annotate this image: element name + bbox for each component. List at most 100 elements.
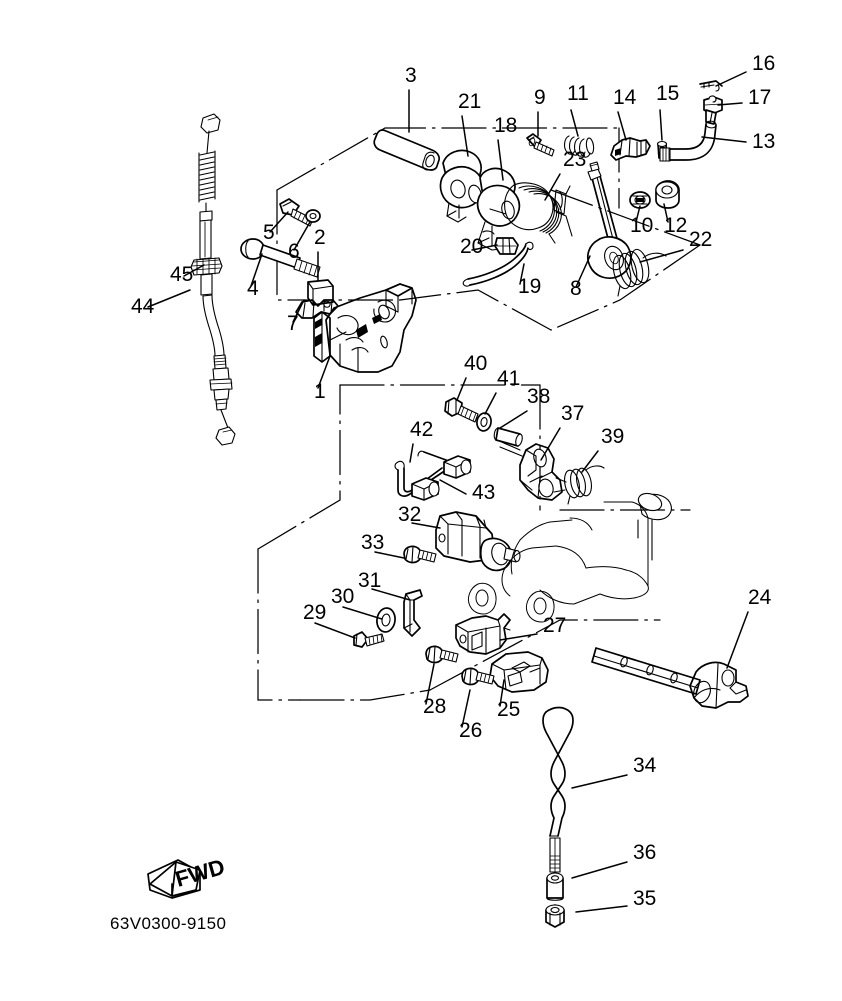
leader-line-20	[471, 244, 498, 251]
leader-line-25	[499, 679, 505, 707]
callout-16[interactable]: 16	[752, 52, 775, 75]
callout-20[interactable]: 20	[460, 235, 483, 258]
callout-27[interactable]: 27	[543, 614, 566, 637]
screw-flange-lower-graphic	[461, 667, 495, 686]
leader-line-7	[292, 299, 305, 323]
callout-31[interactable]: 31	[358, 569, 381, 592]
callout-leader-lines	[147, 71, 749, 913]
leader-line-35	[575, 905, 628, 913]
clip-wire-graphic	[699, 80, 723, 92]
cable-spring-coil	[198, 150, 216, 203]
callout-19[interactable]: 19	[518, 275, 541, 298]
callout-3[interactable]: 3	[405, 64, 417, 87]
bolt-hex-flange-graphic	[444, 397, 479, 423]
callout-12[interactable]: 12	[664, 214, 687, 237]
callout-4[interactable]: 4	[247, 277, 259, 300]
callout-5[interactable]: 5	[263, 221, 275, 244]
control-bracket-graphic	[313, 283, 417, 373]
callout-29[interactable]: 29	[303, 601, 326, 624]
cable-joint-block-graphic	[307, 279, 334, 308]
leader-line-4	[250, 253, 263, 287]
callout-7[interactable]: 7	[287, 312, 299, 335]
cover-cap-graphic	[489, 651, 549, 693]
leader-line-17	[717, 102, 743, 106]
callout-9[interactable]: 9	[534, 86, 546, 109]
leader-line-45	[183, 264, 205, 277]
callout-35[interactable]: 35	[633, 887, 656, 910]
screw-flange-mid-graphic	[425, 645, 459, 664]
leader-line-6	[293, 221, 311, 251]
callout-34[interactable]: 34	[633, 754, 657, 777]
callout-14[interactable]: 14	[613, 86, 637, 109]
leader-line-24	[726, 611, 749, 669]
callout-33[interactable]: 33	[361, 531, 384, 554]
callout-25[interactable]: 25	[497, 698, 520, 721]
leader-line-22	[639, 249, 684, 263]
switch-block-graphic	[455, 613, 511, 655]
callout-17[interactable]: 17	[748, 86, 771, 109]
fwd-arrow-marker: FWD	[147, 854, 228, 899]
leader-line-27	[499, 633, 538, 641]
leader-line-42	[409, 443, 414, 463]
phantom-body-outline	[467, 492, 672, 623]
cable-adjuster-nut-graphic	[190, 257, 223, 276]
callout-8[interactable]: 8	[570, 277, 582, 300]
leader-line-26	[461, 689, 471, 728]
callout-13[interactable]: 13	[752, 130, 775, 153]
washer-small-graphic	[305, 209, 321, 223]
pin-shaft-graphic	[493, 427, 523, 447]
leader-line-8	[575, 255, 591, 288]
shift-rod-lever-graphic	[591, 647, 749, 709]
callout-37[interactable]: 37	[561, 402, 584, 425]
screw-flange-upper-graphic	[403, 545, 437, 564]
callout-10[interactable]: 10	[630, 214, 653, 237]
spring-torsion-graphic	[489, 182, 562, 244]
leader-line-28	[425, 663, 435, 705]
callout-2[interactable]: 2	[314, 226, 326, 249]
callout-40[interactable]: 40	[464, 352, 487, 375]
callout-21[interactable]: 21	[458, 90, 481, 113]
callout-32[interactable]: 32	[398, 503, 421, 526]
callout-1[interactable]: 1	[314, 380, 326, 403]
callout-39[interactable]: 39	[601, 425, 624, 448]
cam-lever-fitting-graphic	[610, 137, 651, 161]
leader-line-13	[701, 136, 747, 143]
callout-11[interactable]: 11	[567, 82, 589, 105]
bushing-collar-graphic	[655, 180, 680, 209]
joint-fittings-pair-graphic	[411, 455, 472, 501]
leader-line-38	[499, 410, 528, 429]
leader-line-34	[571, 774, 628, 789]
callout-41[interactable]: 41	[497, 367, 520, 390]
callout-44[interactable]: 44	[131, 295, 155, 318]
leader-line-1	[317, 355, 331, 389]
callout-45[interactable]: 45	[170, 263, 193, 286]
throttle-cable-assembly-graphic	[190, 113, 236, 446]
leader-line-37	[540, 427, 561, 461]
callout-23[interactable]: 23	[563, 148, 586, 171]
throttle-arm-joint-graphic	[439, 149, 484, 223]
callout-18[interactable]: 18	[494, 114, 517, 137]
leader-line-19	[519, 263, 525, 285]
hose-bent-graphic	[659, 120, 717, 162]
callout-42[interactable]: 42	[410, 418, 433, 441]
callout-36[interactable]: 36	[633, 841, 656, 864]
callout-30[interactable]: 30	[331, 585, 354, 608]
callout-6[interactable]: 6	[288, 240, 300, 263]
spacer-collar-graphic	[546, 872, 564, 901]
callout-43[interactable]: 43	[472, 481, 495, 504]
leader-line-32	[411, 522, 441, 529]
callout-28[interactable]: 28	[423, 695, 446, 718]
callout-26[interactable]: 26	[459, 719, 482, 742]
callout-15[interactable]: 15	[656, 82, 679, 105]
leader-line-31	[371, 588, 411, 601]
leader-line-11	[570, 109, 579, 137]
screw-tapping-graphic	[353, 631, 385, 648]
throttle-shaft-tube-graphic	[373, 129, 441, 171]
callout-22[interactable]: 22	[689, 228, 712, 251]
callout-38[interactable]: 38	[527, 385, 550, 408]
leader-line-14	[617, 111, 627, 141]
callout-24[interactable]: 24	[748, 586, 772, 609]
spring-detent-graphic	[564, 465, 605, 505]
leader-line-36	[571, 861, 628, 879]
